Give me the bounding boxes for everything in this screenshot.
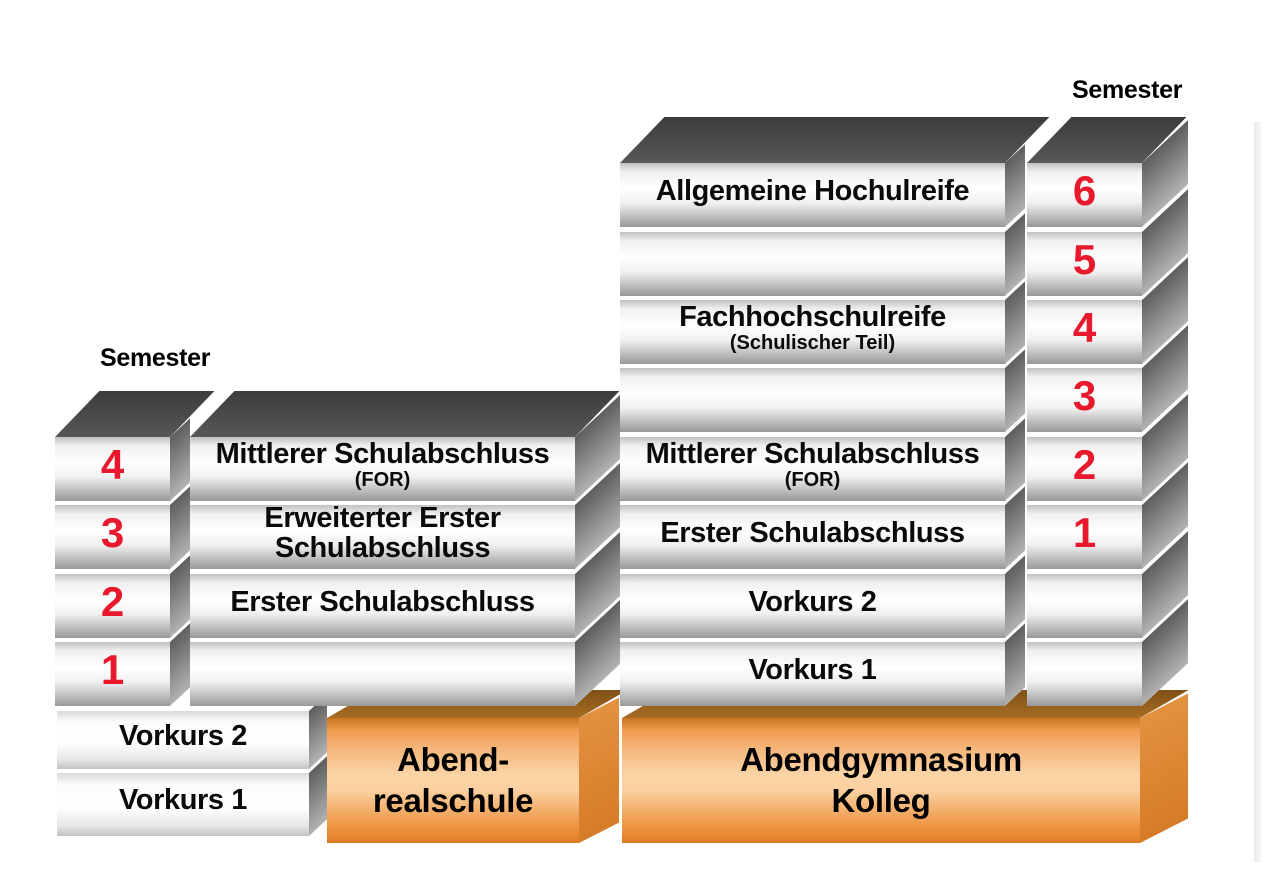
semester-block-3-left: 3 — [55, 505, 170, 569]
block-label: Mittlerer Schulabschluss — [215, 437, 550, 470]
block-allgemeine-hochulreife: Allgemeine Hochulreife — [620, 163, 1005, 227]
block-blank — [620, 232, 1005, 296]
block-label: Erster Schulabschluss — [230, 585, 535, 618]
semester-block-4-left: 4 — [55, 437, 170, 501]
block-erster-schulabschluss-left: Erster Schulabschluss — [190, 574, 575, 638]
abendgymnasium-base-side-face — [1140, 693, 1188, 843]
block-label: Vorkurs 1 — [748, 653, 877, 686]
semester-block-1-left: 1 — [55, 642, 170, 706]
semester-block-1: 1 — [1027, 505, 1142, 569]
abendgymnasium-base-label: Abendgymnasium Kolleg — [740, 741, 1022, 819]
block-label: Erweiterter Erster Schulabschluss — [264, 501, 501, 564]
block-erster-schulabschluss-right: Erster Schulabschluss — [620, 505, 1005, 569]
left-stack-top-face — [190, 391, 620, 437]
block-vorkurs-1-right: Vorkurs 1 — [620, 642, 1005, 706]
semester-block-2-left: 2 — [55, 574, 170, 638]
semester-block-2: 2 — [1027, 437, 1142, 501]
semester-number: 6 — [1072, 167, 1097, 214]
semester-block-3: 3 — [1027, 368, 1142, 432]
block-vorkurs-2-left: Vorkurs 2 — [57, 711, 309, 769]
semester-label-left: Semester — [100, 344, 211, 372]
right-stack-top-face — [620, 117, 1050, 163]
abendgymnasium-base-block: Abendgymnasium Kolleg — [622, 718, 1140, 843]
semester-number: 3 — [1072, 372, 1097, 419]
abendrealschule-base-side-face — [579, 697, 619, 843]
block-sublabel: (Schulischer Teil) — [729, 332, 896, 355]
left-semester-top-face — [55, 391, 215, 437]
block-blank — [190, 642, 575, 706]
block-label: Vorkurs 2 — [118, 719, 248, 752]
semester-block-6: 6 — [1027, 163, 1142, 227]
semester-number: 2 — [100, 578, 125, 625]
block-mittlerer-schulabschluss-right: Mittlerer Schulabschluss (FOR) — [620, 437, 1005, 501]
block-label: Mittlerer Schulabschluss — [645, 437, 980, 470]
semester-label-right: Semester — [1072, 76, 1183, 104]
semester-number: 1 — [100, 646, 125, 693]
block-label: Vorkurs 2 — [748, 585, 877, 618]
semester-block-blank — [1027, 642, 1142, 706]
abendrealschule-base-label: Abend- realschule — [372, 741, 534, 819]
semester-number: 2 — [1072, 441, 1097, 488]
block-label: Vorkurs 1 — [118, 784, 248, 817]
block-label: Fachhochschulreife — [679, 300, 946, 333]
edge-artifact-strip — [1254, 122, 1262, 862]
block-fachhochschulreife: Fachhochschulreife (Schulischer Teil) — [620, 300, 1005, 364]
abendrealschule-base-block: Abend- realschule — [327, 718, 579, 843]
semester-number: 4 — [1072, 304, 1097, 351]
block-blank — [620, 368, 1005, 432]
block-vorkurs-2-right: Vorkurs 2 — [620, 574, 1005, 638]
block-label: Allgemeine Hochulreife — [655, 174, 970, 207]
semester-number: 4 — [100, 441, 125, 488]
block-sublabel: (FOR) — [354, 469, 411, 492]
semester-block-5: 5 — [1027, 232, 1142, 296]
semester-number: 3 — [100, 509, 125, 556]
block-erweiterter-erster-schulabschluss: Erweiterter Erster Schulabschluss — [190, 501, 575, 569]
semester-block-4: 4 — [1027, 300, 1142, 364]
semester-number: 5 — [1072, 236, 1097, 283]
semester-number: 1 — [1072, 509, 1097, 556]
block-mittlerer-schulabschluss-left: Mittlerer Schulabschluss (FOR) — [190, 437, 575, 501]
left-semester-side-face — [170, 623, 190, 706]
block-sublabel: (FOR) — [784, 469, 841, 492]
block-label: Erster Schulabschluss — [660, 516, 965, 549]
semester-block-blank — [1027, 574, 1142, 638]
block-vorkurs-1-left: Vorkurs 1 — [57, 773, 309, 836]
vorkurs-side-face — [309, 756, 327, 836]
